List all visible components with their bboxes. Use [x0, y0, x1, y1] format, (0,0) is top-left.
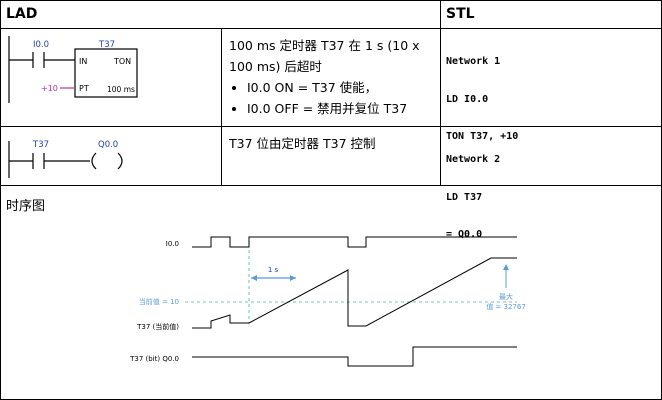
- network-2-description: T37 位由定时器 T37 控制: [229, 136, 376, 151]
- stl-line: LD I0.0: [446, 93, 489, 105]
- bullet-enable: I0.0 ON = T37 使能，: [247, 77, 437, 98]
- stl-network-1: Network 1 LD I0.0 TON T37, +10: [446, 31, 518, 169]
- preset-value-label: +10: [41, 84, 58, 93]
- preset-marker-label: 当前值 = 10: [139, 297, 179, 306]
- duration-label: 1 s: [268, 266, 279, 274]
- signal-label-current: T37 (当前值): [136, 322, 179, 331]
- contact-label-i0: I0.0: [33, 40, 49, 50]
- timing-diagram: I0.0 T37 (当前值) T37 (bit) Q0.0 当前值 = 10 1…: [129, 236, 526, 367]
- stl-line: Network 1: [446, 56, 501, 67]
- ladder-network-2: T37 Q0.0: [8, 140, 123, 178]
- description-line-1: 100 ms 定时器 T37 在 1 s (10 x: [229, 38, 420, 53]
- description-line-2: 100 ms) 后超时: [229, 59, 322, 74]
- stl-line: Network 2: [446, 154, 501, 165]
- stl-line: TON T37, +10: [446, 131, 519, 142]
- timing-title: 时序图: [6, 199, 46, 214]
- signal-label-i0: I0.0: [166, 240, 179, 248]
- coil-label-q0: Q0.0: [98, 140, 118, 150]
- timer-label-t37: T37: [98, 40, 115, 50]
- contact-label-t37: T37: [32, 140, 49, 150]
- max-label-line-2: 值 = 32767: [486, 302, 526, 311]
- stl-line: LD T37: [446, 191, 483, 203]
- max-label-line-1: 最大: [499, 292, 513, 301]
- stl-line: = Q0.0: [446, 229, 483, 240]
- pt-pin-label: PT: [79, 84, 89, 93]
- ton-label: TON: [113, 57, 131, 66]
- signal-label-bit: T37 (bit) Q0.0: [129, 355, 179, 363]
- network-1-description: 100 ms 定时器 T37 在 1 s (10 x 100 ms) 后超时 I…: [229, 35, 437, 119]
- lad-header: LAD: [6, 6, 38, 22]
- ladder-network-1: I0.0 T37 IN TON +10 PT 100 ms: [8, 36, 138, 103]
- stl-network-2: Network 2 LD T37 = Q0.0: [446, 129, 500, 267]
- stl-header: STL: [446, 6, 475, 22]
- description-bullets: I0.0 ON = T37 使能， I0.0 OFF = 禁用并复位 T37: [229, 77, 437, 119]
- in-pin-label: IN: [79, 57, 87, 66]
- resolution-label: 100 ms: [107, 85, 135, 94]
- bullet-disable: I0.0 OFF = 禁用并复位 T37: [247, 98, 437, 119]
